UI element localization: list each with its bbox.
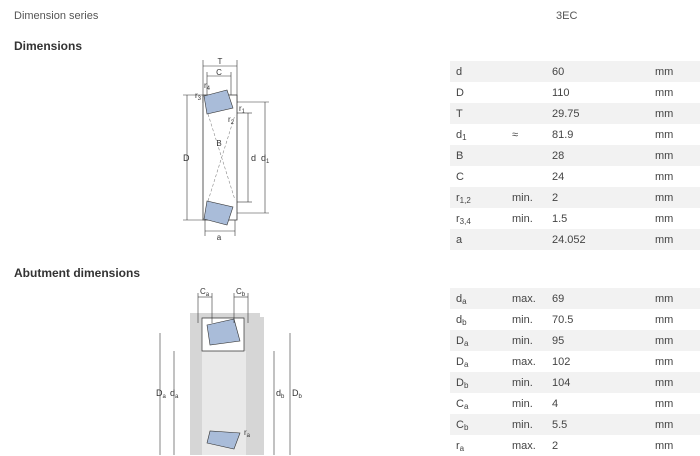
abutment-diagram: Ca Cb Da da db Db ra [156,287,303,455]
label-B: B [216,139,221,148]
label-Cb: Cb [236,287,246,298]
abutment-title: Abutment dimensions [14,266,141,280]
label-d1: d1 [261,153,270,165]
label-Db: Db [292,388,303,400]
label-r4: r4 [204,81,211,92]
label-r3: r3 [195,91,202,102]
dimension-series-value: 3EC [556,10,578,22]
label-Da: Da [156,388,167,400]
label-da: da [170,388,179,400]
label-r2: r2 [228,115,235,126]
label-r1: r1 [239,104,246,115]
dimension-series-label: Dimension series [14,10,99,22]
dimensions-title: Dimensions [14,39,83,53]
bearing-dimensions-diagram: T C r4 r3 r1 r2 B D d d1 a [183,58,270,242]
label-D: D [183,153,190,163]
label-ra: ra [244,428,251,439]
dimension-series-row: Dimension series 3EC [0,0,700,32]
label-C: C [216,68,222,77]
label-T: T [218,58,223,66]
label-db: db [276,388,285,400]
label-a: a [217,233,222,242]
label-d: d [251,153,256,163]
label-Ca: Ca [200,287,210,298]
